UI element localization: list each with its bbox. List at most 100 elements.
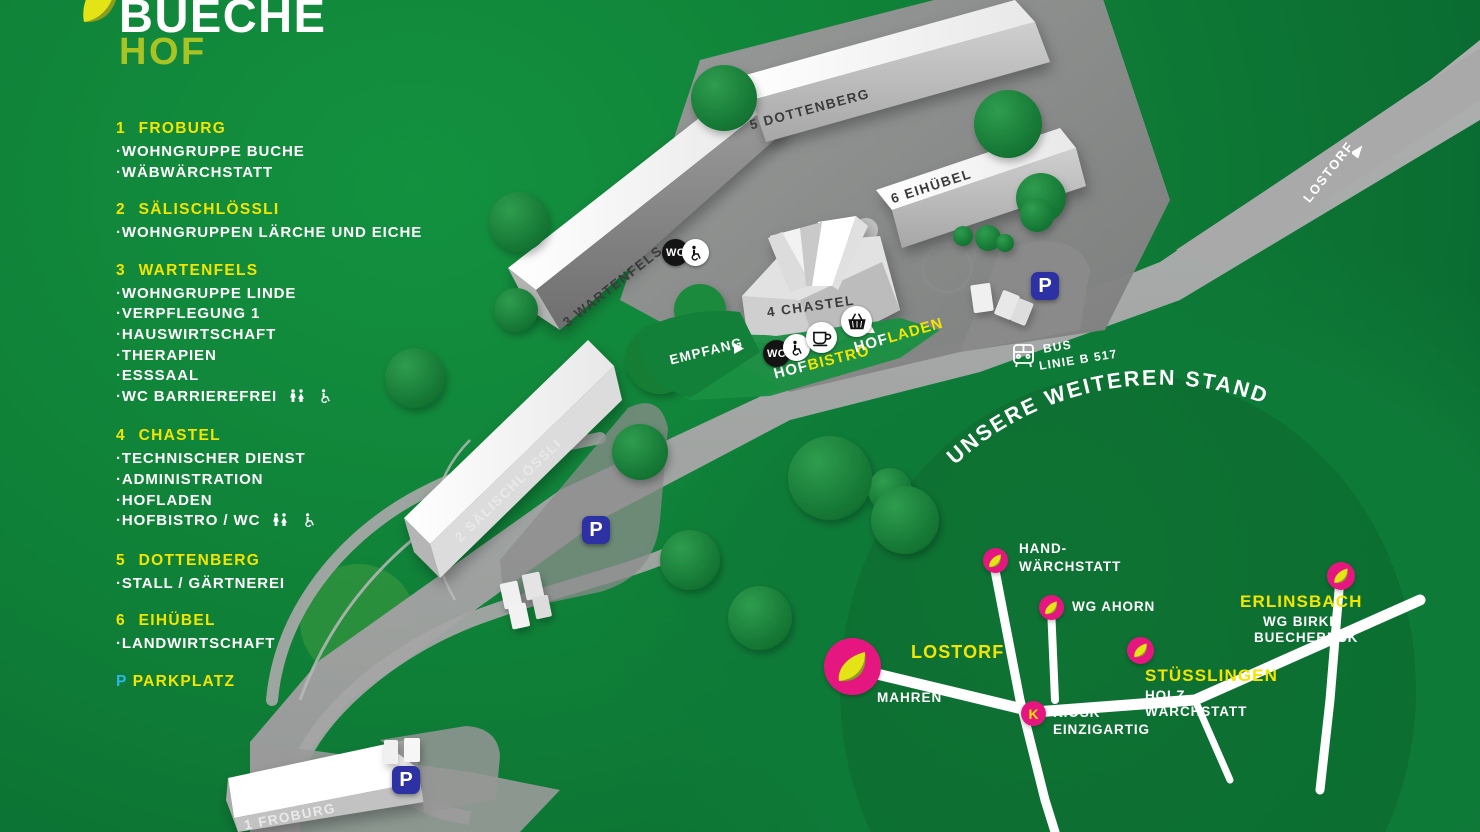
legend-group-wartenfels: 3 WARTENFELS ·WOHNGRUPPE LINDE ·VERPFLEG… <box>116 262 446 410</box>
legend-number: 4 <box>116 427 126 445</box>
legend-item-label: WOHNGRUPPE BUCHE <box>121 143 305 160</box>
location-label-wg-ahorn: WG AHORN <box>1072 599 1156 614</box>
pin-kiosk-einzigartig[interactable]: K <box>1021 701 1046 726</box>
bus-icon <box>1013 344 1034 368</box>
wheelchair-icon <box>792 340 802 356</box>
legend-item-label: STALL / GÄRTNEREI <box>121 574 285 592</box>
location-label-stuesslingen: STÜSSLINGEN <box>1145 666 1279 685</box>
parking-sign-froburg[interactable]: P <box>392 766 420 794</box>
wheelchair-badge-chastel[interactable] <box>783 334 810 361</box>
parked-cars-saelischloessli <box>499 571 552 630</box>
legend-item: ·ADMINISTRATION <box>116 470 264 488</box>
legend-number: 2 <box>116 201 126 219</box>
legend-item-label: TECHNISCHER DIENST <box>121 450 306 468</box>
legend-group-froburg: 1 FROBURG ·WOHNGRUPPE BUCHE ·WÄBWÄRCHSTA… <box>116 120 446 183</box>
building-dottenberg <box>735 0 1050 142</box>
arrow-icon-lostorf <box>1352 145 1363 158</box>
legend-group-saelischloessli: 2 SÄLISCHLÖSSLI ·WOHNGRUPPEN LÄRCHE UND … <box>116 201 446 244</box>
legend-number: 3 <box>116 261 126 279</box>
location-label-stuesslingen-line2: WÄRCHSTATT <box>1145 704 1248 719</box>
location-label-mahren: MAHREN <box>877 690 943 705</box>
location-label-erlinsbach-line2: BUECHEBECK <box>1254 630 1359 645</box>
brand-line-1: BUECHE <box>119 0 327 42</box>
legend-title: DOTTENBERG <box>138 551 261 569</box>
location-label-erlinsbach: ERLINSBACH <box>1240 592 1363 611</box>
legend-item: ·HOFBISTRO / WC <box>116 511 446 534</box>
toilets-icon <box>289 389 306 410</box>
location-label-hand-waerchstatt-line1: HAND- <box>1019 541 1067 556</box>
parking-symbol: P <box>116 672 128 690</box>
parking-label: PARKPLATZ <box>132 672 236 690</box>
pin-wg-ahorn[interactable] <box>1039 595 1064 620</box>
legend-heading: 2 SÄLISCHLÖSSLI <box>116 201 446 219</box>
location-label-erlinsbach-line1: WG BIRKE <box>1263 614 1340 629</box>
location-label-stuesslingen-line1: HOLZ- <box>1145 688 1191 703</box>
legend-number: 6 <box>116 612 126 630</box>
legend-item-label: THERAPIEN <box>121 346 217 364</box>
legend-item-label: HAUSWIRTSCHAFT <box>121 325 277 343</box>
legend-item: ·THERAPIEN <box>116 346 217 364</box>
pin-mahren[interactable] <box>824 638 881 695</box>
pin-erlinsbach[interactable] <box>1327 562 1355 590</box>
legend-item: ·LANDWIRTSCHAFT <box>116 635 276 653</box>
legend-item: ·HAUSWIRTSCHAFT <box>116 325 277 343</box>
building-saelischloessli <box>404 340 622 578</box>
locations-disc <box>840 374 1416 832</box>
legend-item-label: WOHNGRUPPE LINDE <box>121 284 297 302</box>
legend: 1 FROBURG ·WOHNGRUPPE BUCHE ·WÄBWÄRCHSTA… <box>116 120 446 691</box>
legend-item-label: WC BARRIEREFREI <box>121 387 278 405</box>
legend-item: ·WOHNGRUPPE BUCHE <box>116 143 305 160</box>
legend-item: ·TECHNISCHER DIENST <box>116 450 306 468</box>
wheelchair-icon <box>302 513 316 534</box>
legend-title: EIHÜBEL <box>138 612 216 630</box>
legend-item: ·WC BARRIEREFREI <box>116 387 446 410</box>
legend-heading: 5 DOTTENBERG <box>116 552 446 570</box>
coffee-badge-hofbistro[interactable] <box>806 322 837 353</box>
parking-sign-saelischloessli[interactable]: P <box>582 516 610 544</box>
legend-group-eihuebel: 6 EIHÜBEL ·LANDWIRTSCHAFT <box>116 612 446 655</box>
legend-heading: 4 CHASTEL <box>116 427 446 445</box>
coffee-cup-icon <box>812 331 831 346</box>
legend-item: ·WÄBWÄRCHSTATT <box>116 163 274 181</box>
legend-group-dottenberg: 5 DOTTENBERG ·STALL / GÄRTNEREI <box>116 552 446 595</box>
wc-label: WC <box>666 246 685 259</box>
legend-item-label: HOFLADEN <box>121 491 213 509</box>
legend-number: 1 <box>116 120 126 137</box>
legend-heading: 6 EIHÜBEL <box>116 612 446 630</box>
legend-item-label: VERPFLEGUNG 1 <box>121 305 261 323</box>
pin-stuesslingen[interactable] <box>1127 637 1154 664</box>
brand-line-2: HOF <box>119 31 207 73</box>
pin-hand-waerchstatt[interactable] <box>983 548 1008 573</box>
location-label-lostorf: LOSTORF <box>911 642 1005 662</box>
parked-cars-chastel <box>970 283 1034 326</box>
leaf-icon <box>83 0 116 23</box>
legend-item-label: WÄBWÄRCHSTATT <box>121 163 274 181</box>
legend-item: ·ESSSAAL <box>116 367 200 385</box>
leaf-icon <box>1045 600 1058 614</box>
leaf-icon <box>1133 643 1147 658</box>
legend-heading: 3 WARTENFELS <box>116 262 446 280</box>
wc-label: WC <box>767 347 786 360</box>
legend-parking: P PARKPLATZ <box>116 673 446 691</box>
legend-heading: 1 FROBURG <box>116 120 446 138</box>
location-label-kiosk-line1: KIOSK <box>1053 705 1101 720</box>
wheelchair-badge-wartenfels[interactable] <box>682 239 709 266</box>
legend-group-chastel: 4 CHASTEL ·TECHNISCHER DIENST ·ADMINISTR… <box>116 427 446 533</box>
legend-item: ·WOHNGRUPPE LINDE <box>116 284 297 302</box>
legend-item-label: HOFBISTRO / WC <box>121 512 261 530</box>
parking-sign-chastel[interactable]: P <box>1031 272 1059 300</box>
leaf-icon <box>1333 568 1348 584</box>
legend-item-label: ESSSAAL <box>121 367 200 385</box>
legend-number: 5 <box>116 551 126 569</box>
legend-title: CHASTEL <box>138 427 221 445</box>
building-froburg <box>226 738 424 832</box>
legend-title: FROBURG <box>138 120 227 137</box>
legend-item-label: WOHNGRUPPEN LÄRCHE UND EICHE <box>121 224 423 242</box>
basket-badge-hofladen[interactable] <box>841 306 872 337</box>
legend-item: ·HOFLADEN <box>116 491 213 509</box>
legend-item: ·WOHNGRUPPEN LÄRCHE UND EICHE <box>116 224 423 242</box>
legend-item-label: LANDWIRTSCHAFT <box>121 635 276 653</box>
legend-title: WARTENFELS <box>138 261 259 279</box>
kiosk-k-letter: K <box>1028 705 1039 722</box>
